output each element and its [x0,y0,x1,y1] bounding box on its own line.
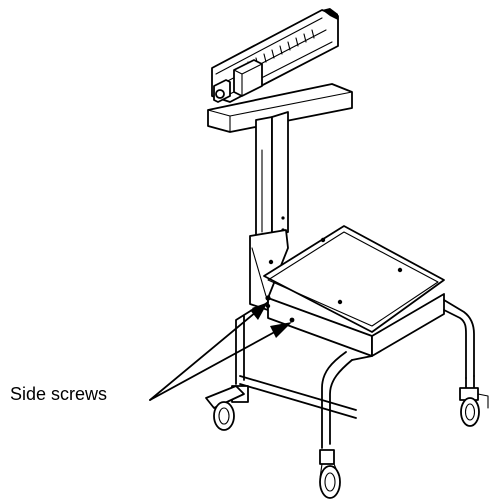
caster-front [319,449,341,499]
cart-frame [235,299,475,449]
platform [263,225,445,333]
callout-arrows [149,301,292,401]
caster-right [459,387,489,427]
beam-head [207,8,353,133]
base-housing [249,229,445,357]
side-screws [265,295,295,323]
caster-rear-left [205,385,249,431]
column [255,111,289,248]
callout-label: Side screws [10,384,108,404]
